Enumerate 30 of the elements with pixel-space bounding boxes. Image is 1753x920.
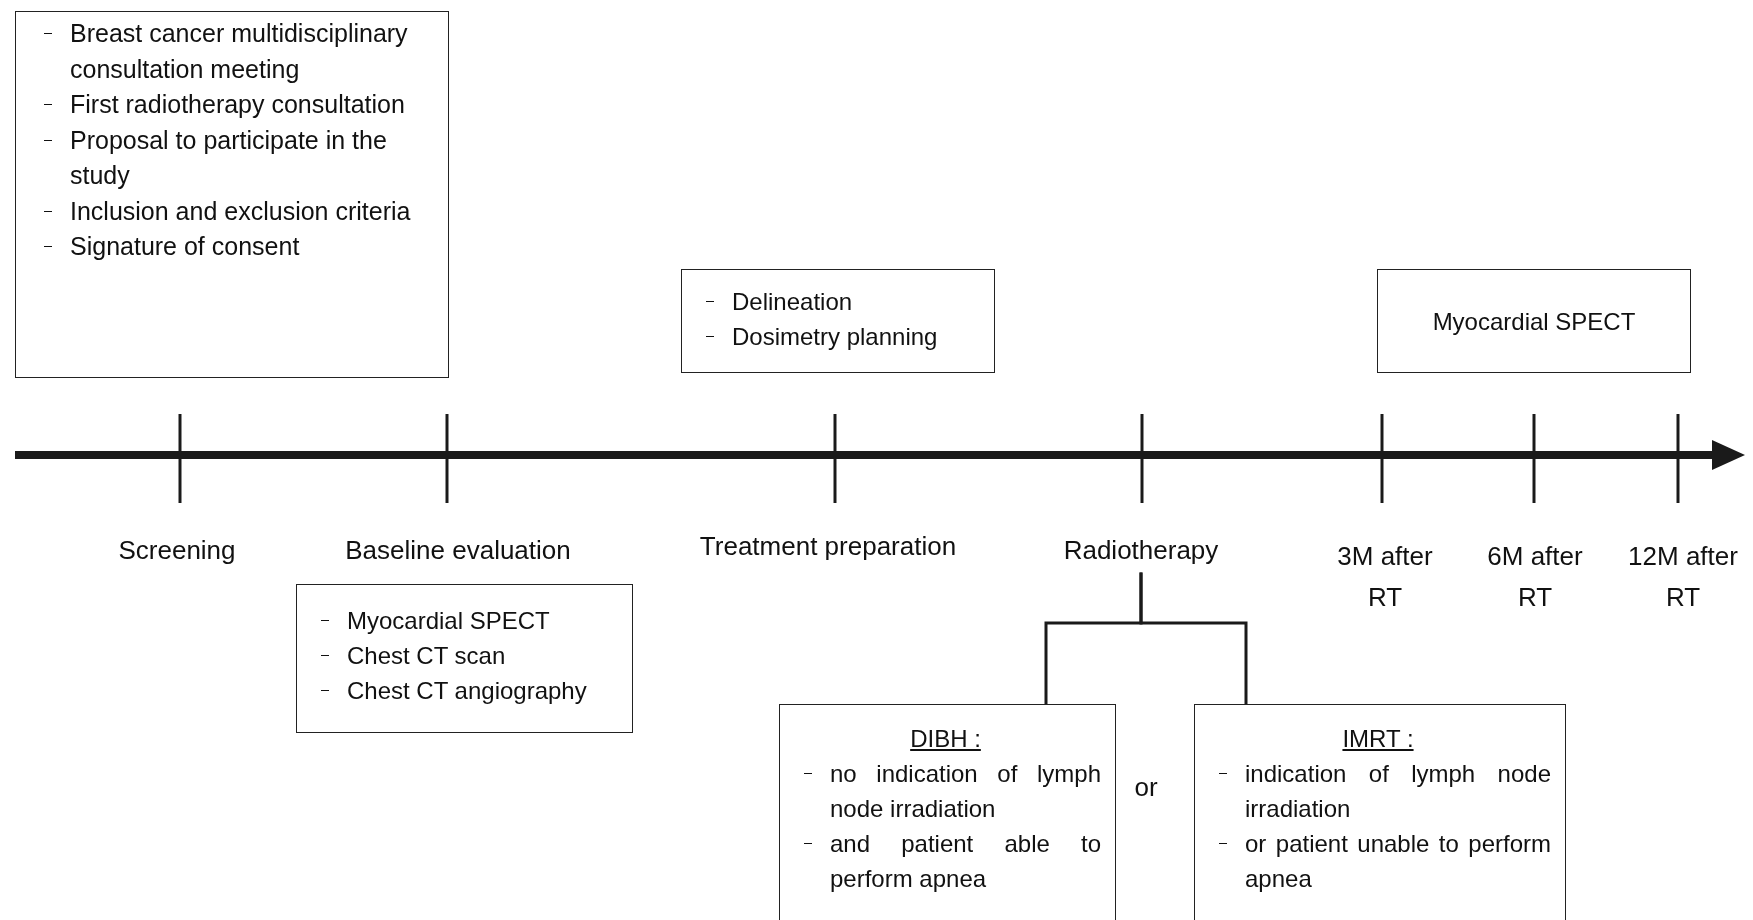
phase-label: Radiotherapy: [1063, 529, 1219, 571]
list-item: Chest CT scan: [307, 638, 622, 673]
option-box: [1194, 704, 1566, 920]
list-box: [296, 584, 633, 733]
phase-label: 6M after RT: [1486, 540, 1584, 614]
connector-line: [1139, 572, 1248, 704]
connector-word: or: [1134, 770, 1158, 804]
phase-label: Treatment preparation: [699, 529, 957, 563]
phase-label: 3M after RT: [1336, 540, 1434, 614]
list-item: Dosimetry planning: [692, 319, 984, 354]
text-box: [1377, 269, 1691, 373]
list-item: Proposal to participate in the study: [30, 122, 424, 194]
phase-label: Screening: [118, 533, 236, 567]
list-item: Myocardial SPECT: [307, 603, 622, 638]
list-box: [681, 269, 995, 373]
option-box: [779, 704, 1116, 920]
box-heading: DIBH :: [909, 724, 982, 754]
list-item: Delineation: [692, 284, 984, 319]
phase-label: 12M after RT: [1627, 540, 1739, 614]
phase-label: Baseline evaluation: [345, 533, 571, 567]
box-text: Myocardial SPECT: [1432, 306, 1636, 337]
list-item: and patient able to perform apnea: [790, 826, 1101, 896]
list-item: Chest CT angiography: [307, 673, 622, 708]
list-item: First radiotherapy consultation: [30, 87, 424, 123]
box-heading: IMRT :: [1341, 724, 1415, 754]
list-item: or patient unable to perform apnea: [1205, 826, 1551, 896]
list-item: Inclusion and exclusion criteria: [30, 193, 424, 229]
list-box: [15, 11, 449, 378]
list-item: Signature of consent: [30, 229, 424, 265]
list-item: Breast cancer multidisciplinary consultation meeting: [30, 16, 424, 87]
